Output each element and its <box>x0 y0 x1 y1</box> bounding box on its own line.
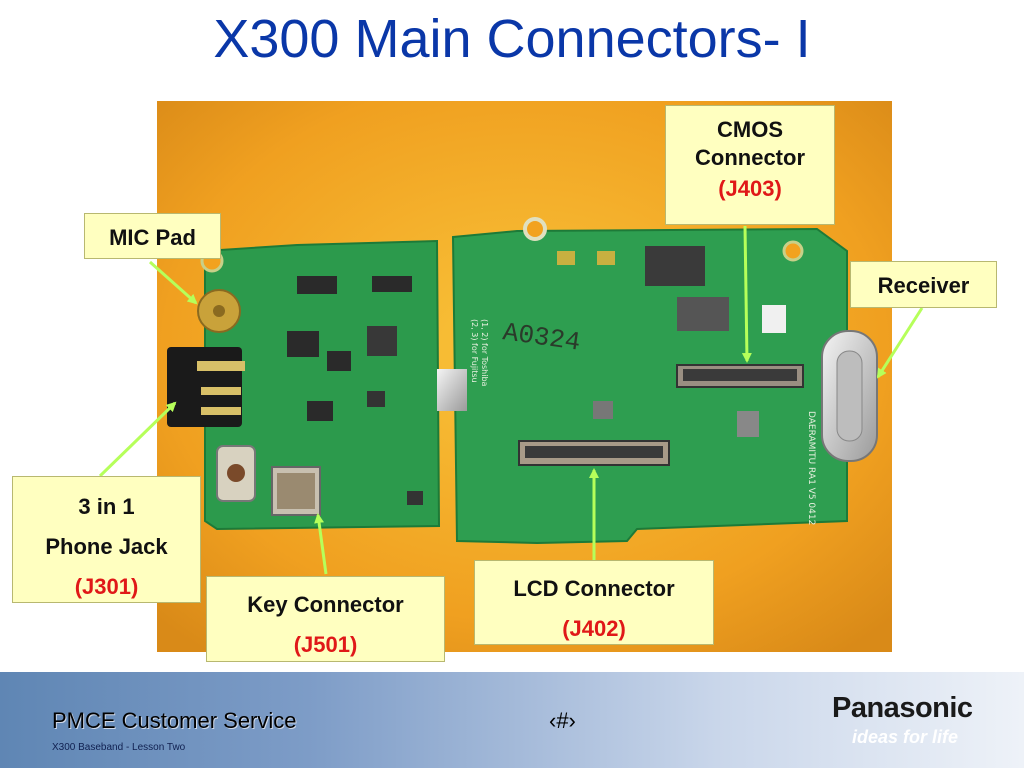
slide-number: ‹#› <box>549 708 576 733</box>
callout-jack: 3 in 1 Phone Jack (J301) <box>12 476 201 603</box>
callout-key: Key Connector (J501) <box>206 576 445 662</box>
callout-mic: MIC Pad <box>84 213 221 259</box>
footer-bar <box>0 672 1024 768</box>
footer-left-text: PMCE Customer Service <box>52 708 297 733</box>
footer-subtitle: X300 Baseband - Lesson Two <box>52 742 186 753</box>
callout-lcd: LCD Connector (J402) <box>474 560 714 645</box>
cmos-line2: Connector <box>695 144 805 170</box>
callout-cmos: CMOS Connector (J403) <box>665 105 835 225</box>
jack-line2: Phone Jack <box>45 534 168 559</box>
jack-line1: 3 in 1 <box>78 494 135 519</box>
jack-ref: (J301) <box>74 574 139 599</box>
board-side-label: DAERAMITU RA1 V5 0412 <box>806 411 816 525</box>
cmos-ref: (J403) <box>718 176 782 201</box>
slide-title: X300 Main Connectors- I <box>213 9 811 69</box>
brand-tagline: ideas for life <box>852 727 959 747</box>
silkscreen-note-1: (1, 2) for Toshiba <box>480 319 489 387</box>
lcd-ref: (J402) <box>562 616 626 641</box>
mic-label: MIC Pad <box>109 225 196 250</box>
key-label: Key Connector <box>247 592 404 617</box>
callout-receiver: Receiver <box>850 261 997 308</box>
silkscreen-note-2: (2, 3) for Fujitsu <box>470 319 479 383</box>
panasonic-logo: Panasonic <box>832 692 973 724</box>
cmos-line1: CMOS <box>717 117 783 142</box>
lcd-label: LCD Connector <box>513 576 675 601</box>
receiver-label: Receiver <box>877 273 970 298</box>
key-ref: (J501) <box>293 632 358 657</box>
